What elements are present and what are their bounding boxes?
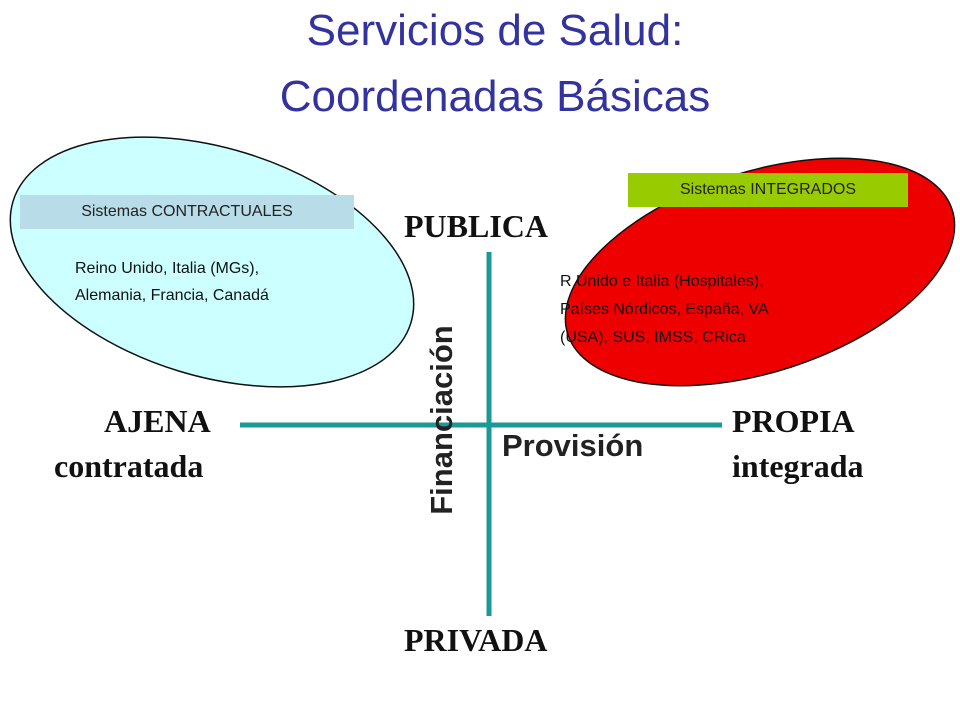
axis-right-sublabel: integrada: [732, 448, 864, 484]
axis-left-sublabel: contratada: [54, 448, 204, 484]
axis-right-label: PROPIA: [732, 403, 855, 439]
axis-bottom-label: PRIVADA: [404, 622, 548, 658]
financing-axis-label: Financiación: [424, 325, 459, 515]
axis-top-label: PUBLICA: [404, 208, 549, 244]
integrated-countries-line-1: R Unido e Italia (Hospitales),: [560, 273, 764, 290]
integrated-countries-line-2: Países Nórdicos, España, VA: [560, 301, 769, 318]
title-line-2: Coordenadas Básicas: [279, 72, 711, 121]
contractual-systems-label: Sistemas CONTRACTUALES: [20, 195, 354, 229]
integrated-countries-line-3: (USA), SUS, IMSS, CRica: [560, 329, 746, 346]
integrated-systems-label: Sistemas INTEGRADOS: [628, 173, 908, 207]
axis-left-label: AJENA: [104, 403, 211, 439]
provision-axis-label: Provisión: [502, 428, 644, 463]
contractual-countries-line-1: Reino Unido, Italia (MGs),: [75, 260, 260, 277]
title-line-1: Servicios de Salud:: [306, 6, 684, 55]
contractual-countries-line-2: Alemania, Francia, Canadá: [75, 287, 269, 304]
